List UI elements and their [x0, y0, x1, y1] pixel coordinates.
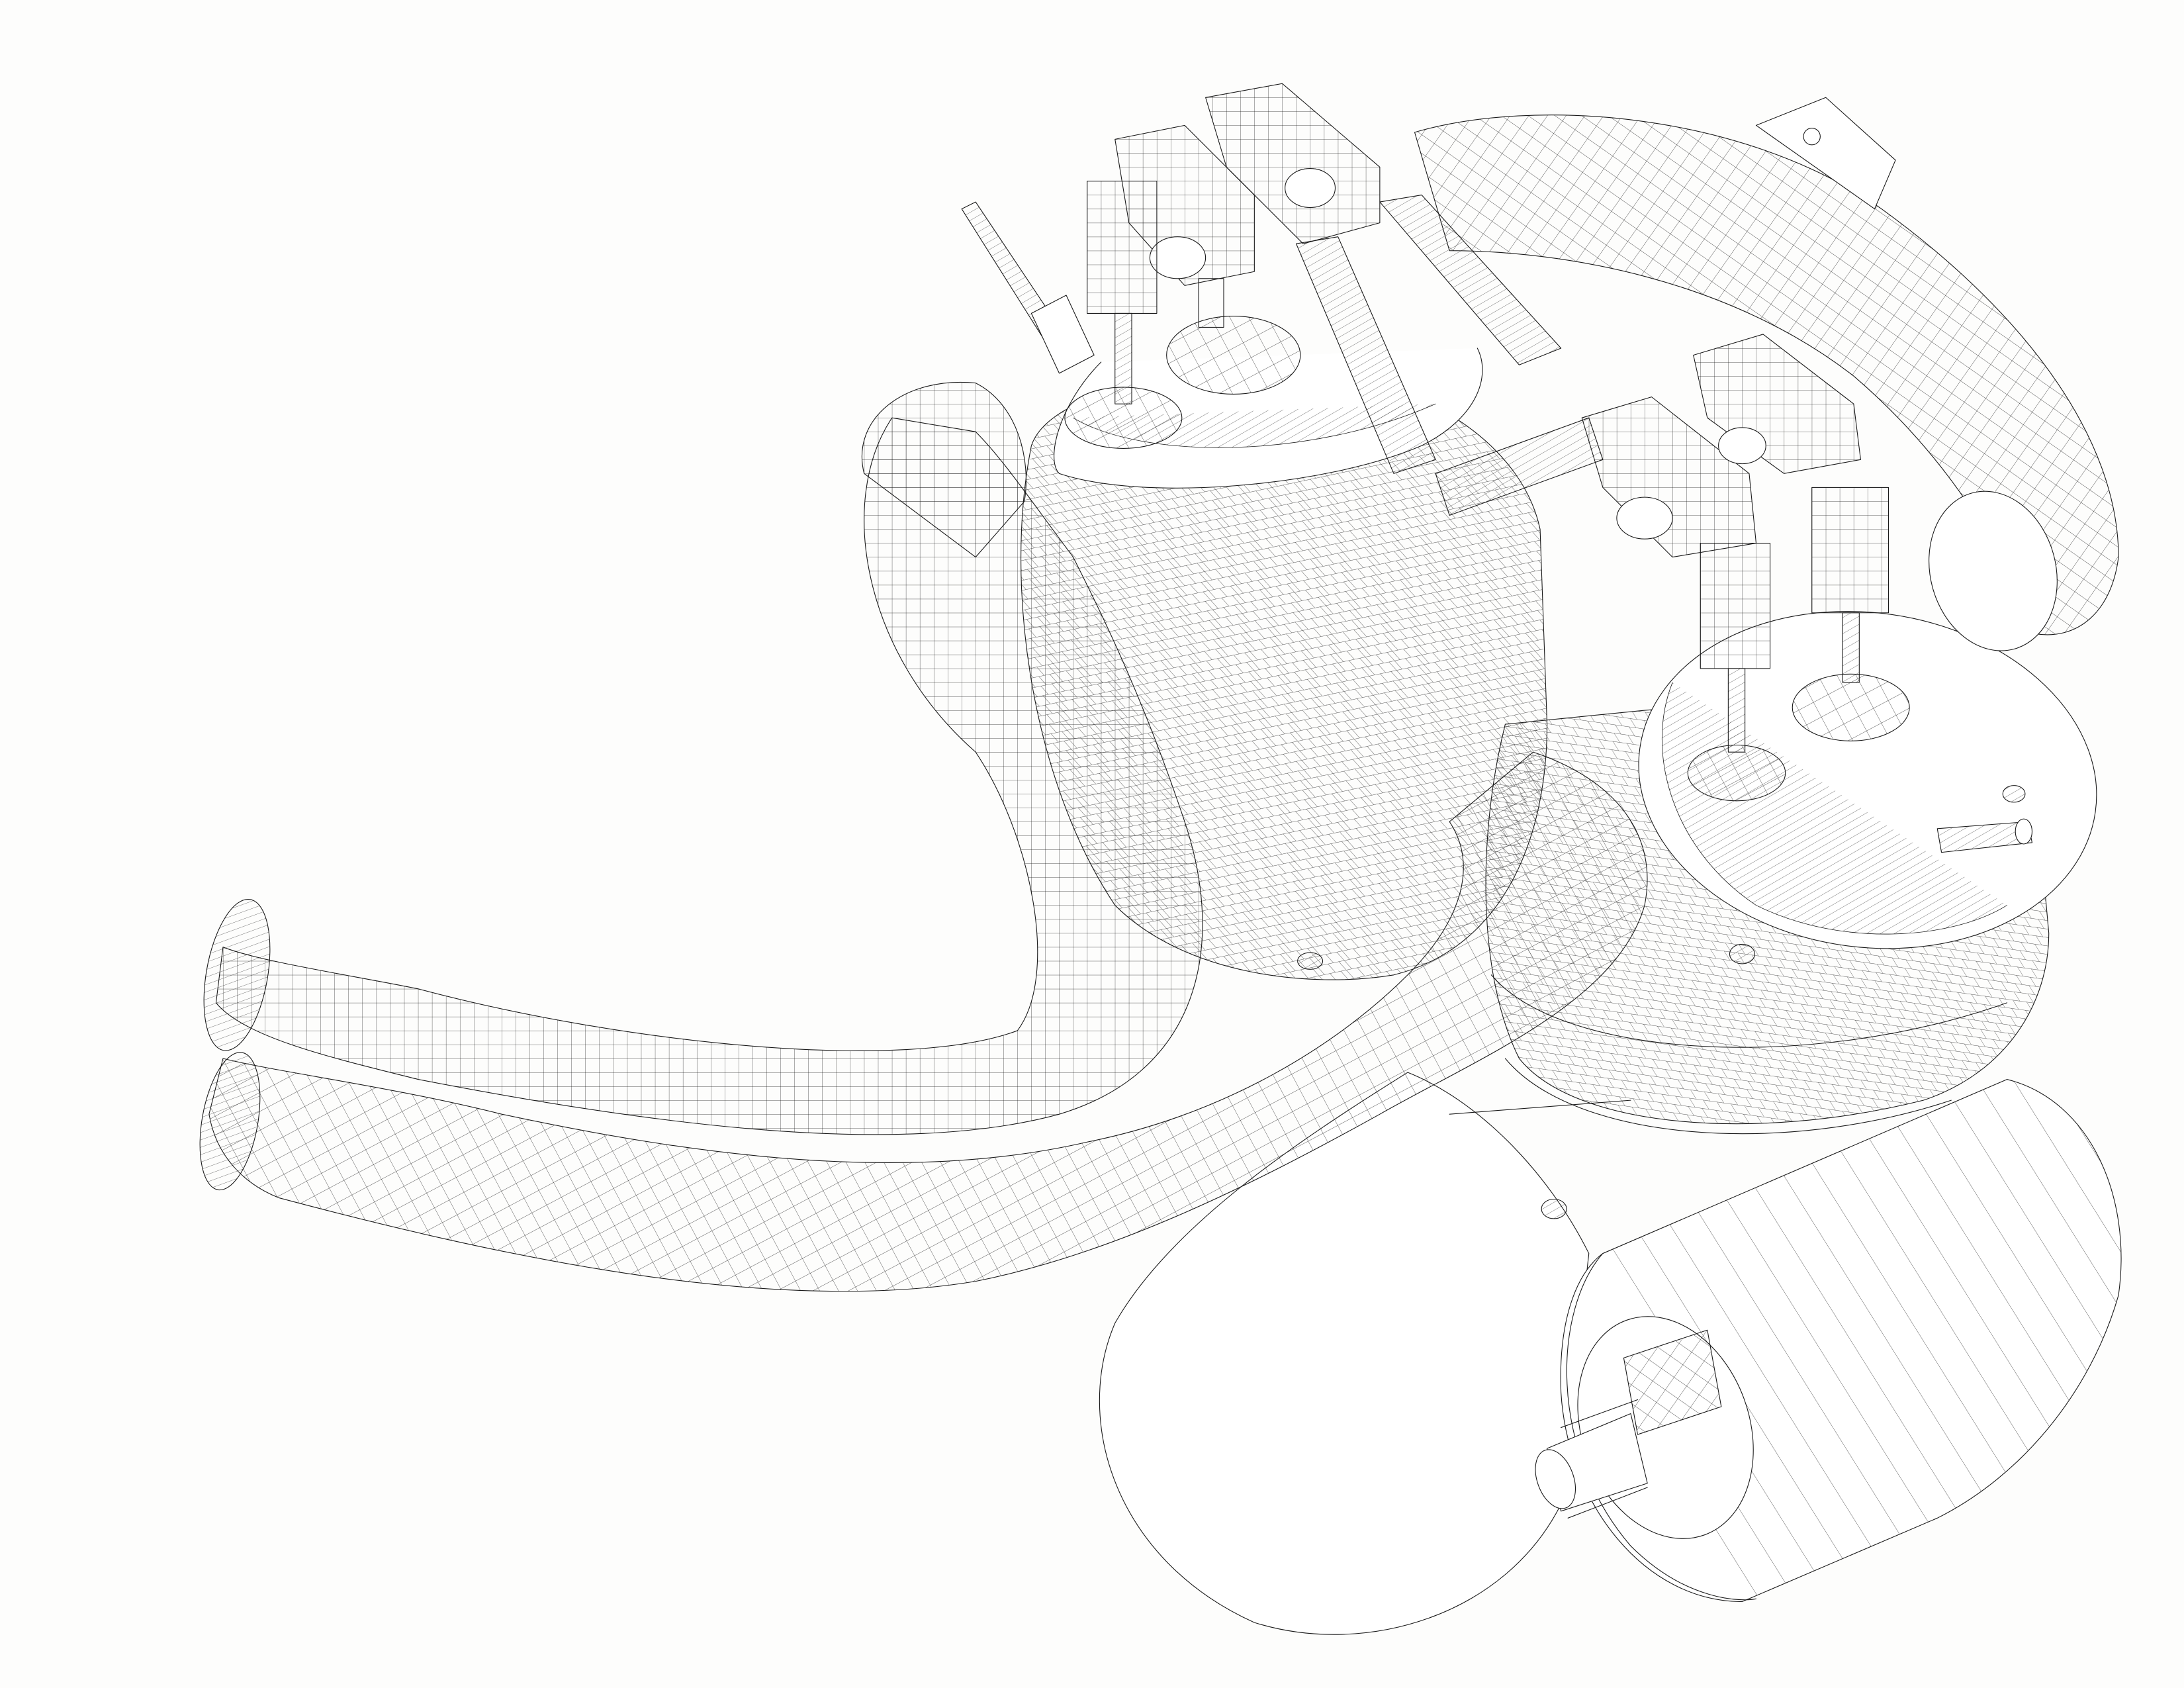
spark-plugs	[962, 202, 1094, 373]
right-cylinder	[1486, 583, 2118, 1134]
exhaust-pipe-rear	[1415, 97, 2118, 665]
starter-motor	[1528, 1080, 2121, 1602]
exhaust-pipe-lower	[191, 752, 1647, 1291]
valve-springs	[1065, 181, 1909, 801]
rocker-arms	[1115, 83, 1861, 557]
exhaust-pipe-upper	[193, 418, 1203, 1135]
push-rods	[1297, 195, 1603, 516]
crankcase	[1099, 1072, 1631, 1634]
